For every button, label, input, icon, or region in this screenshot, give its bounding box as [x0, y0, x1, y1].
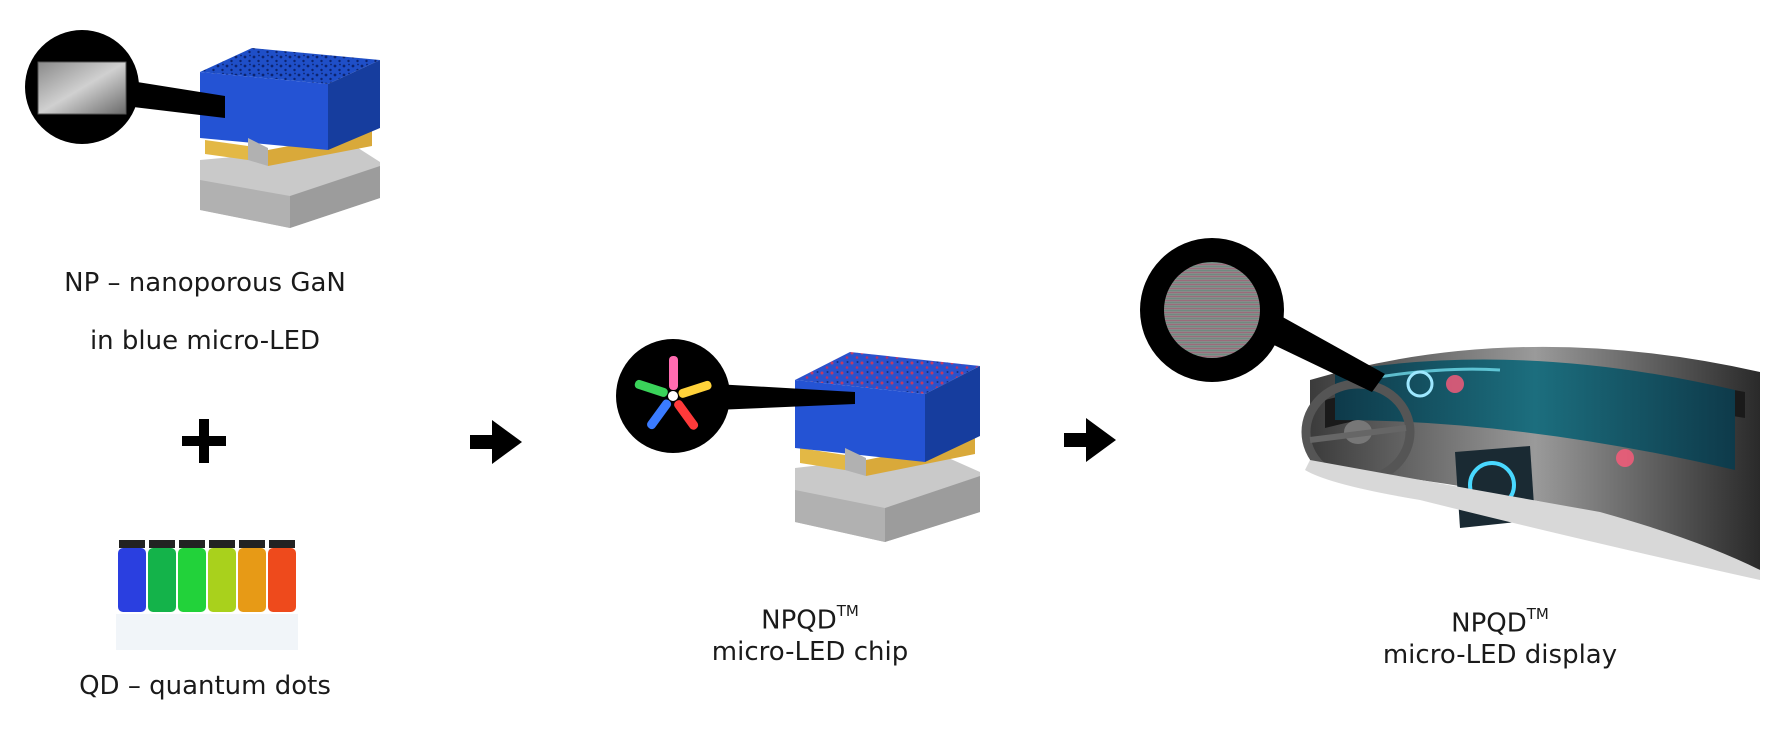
- chip-subtitle: micro-LED chip: [711, 637, 909, 667]
- chip-name: NPQD: [761, 605, 837, 636]
- np-callout-circle: [25, 30, 225, 144]
- qd-bottles-illustration: [116, 540, 298, 650]
- display-trademark: TM: [1526, 605, 1549, 623]
- qd-bottle: [148, 540, 176, 612]
- arrow-right-icon: [470, 420, 522, 464]
- display-name: NPQD: [1451, 608, 1527, 639]
- car-dashboard-illustration: [1301, 346, 1760, 580]
- qd-bottle: [238, 540, 266, 612]
- qd-callout-circle: [616, 339, 855, 453]
- plus-icon: [182, 419, 226, 463]
- display-callout-circle: [1140, 238, 1385, 392]
- arrow-right-icon: [1064, 418, 1116, 462]
- np-label-line1: NP – nanoporous GaN: [64, 268, 346, 298]
- qd-bottle: [118, 540, 146, 612]
- np-chip-illustration: [200, 48, 380, 228]
- npqd-chip-illustration: [795, 352, 980, 542]
- qd-bottle: [208, 540, 236, 612]
- chip-trademark: TM: [836, 602, 859, 620]
- display-subtitle: micro-LED display: [1382, 640, 1618, 670]
- qd-bottle: [268, 540, 296, 612]
- np-label-line2: in blue micro-LED: [89, 326, 321, 356]
- display-title: NPQDTM: [1360, 600, 1640, 641]
- qd-label: QD – quantum dots: [79, 671, 331, 701]
- chip-title: NPQDTM: [690, 597, 930, 638]
- qd-bottle: [178, 540, 206, 612]
